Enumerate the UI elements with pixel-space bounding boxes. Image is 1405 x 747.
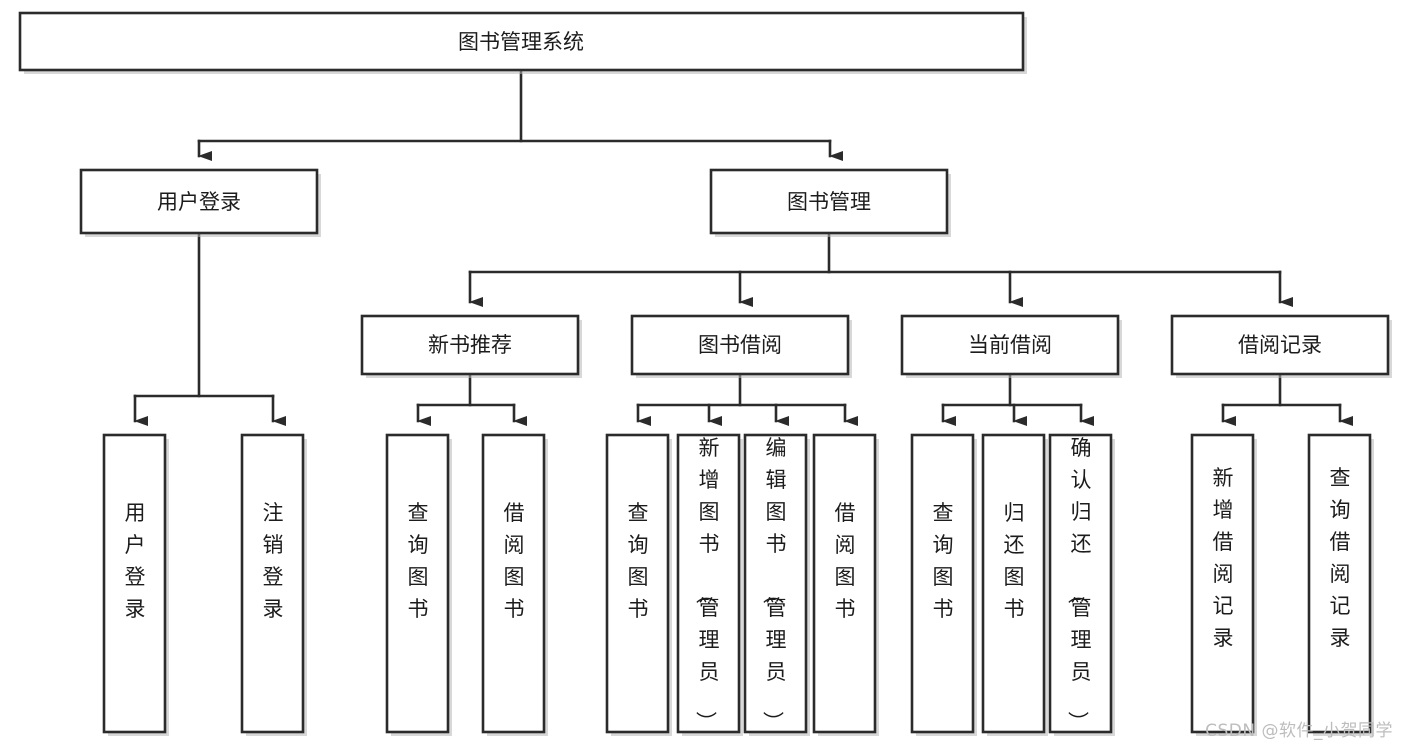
node-leaf-add-record[interactable]: 新增借阅记录 bbox=[1190, 433, 1257, 736]
node-user-login[interactable]: 用户登录 bbox=[79, 168, 321, 237]
node-leaf-edit-book[interactable]: 编辑图书（管理员） bbox=[743, 433, 810, 736]
node-root-label: 图书管理系统 bbox=[458, 30, 584, 54]
node-leaf-query-book-3-label: 查询图书 bbox=[933, 501, 954, 621]
node-leaf-return-book-label: 归还图书 bbox=[1004, 501, 1025, 621]
node-book-management-label: 图书管理 bbox=[787, 190, 871, 214]
connector-currentborrow-to-leaves bbox=[941, 372, 1094, 426]
node-leaf-query-book-2-label: 查询图书 bbox=[628, 501, 649, 621]
node-leaf-user-login[interactable]: 用户登录 bbox=[102, 433, 169, 736]
node-book-borrow[interactable]: 图书借阅 bbox=[630, 314, 852, 378]
connector-borrowrecord-to-leaves bbox=[1221, 372, 1353, 426]
csdn-watermark: CSDN @软件_小贺同学 bbox=[1205, 721, 1393, 741]
connector-root-to-level2 bbox=[197, 68, 843, 161]
node-root-book-management-system[interactable]: 图书管理系统 bbox=[18, 11, 1027, 74]
node-book-management[interactable]: 图书管理 bbox=[709, 168, 951, 237]
node-book-borrow-label: 图书借阅 bbox=[698, 333, 782, 357]
node-borrow-record-label: 借阅记录 bbox=[1238, 333, 1322, 357]
node-leaf-logout[interactable]: 注销登录 bbox=[240, 433, 307, 736]
node-leaf-query-book-1-label: 查询图书 bbox=[408, 501, 429, 621]
node-leaf-user-login-label: 用户登录 bbox=[125, 501, 146, 621]
node-leaf-add-book-label: 新增图书（管理员） bbox=[694, 436, 720, 732]
node-leaf-query-book-3[interactable]: 查询图书 bbox=[910, 433, 977, 736]
node-borrow-record[interactable]: 借阅记录 bbox=[1170, 314, 1392, 378]
node-new-book-recommend-label: 新书推荐 bbox=[428, 333, 512, 357]
connector-bookborrow-to-leaves bbox=[636, 372, 858, 426]
node-current-borrow-label: 当前借阅 bbox=[968, 333, 1052, 357]
node-leaf-borrow-book-2[interactable]: 借阅图书 bbox=[812, 433, 879, 736]
node-leaf-edit-book-label: 编辑图书（管理员） bbox=[761, 436, 787, 732]
connector-layer bbox=[133, 68, 1353, 426]
node-leaf-borrow-book-1-label: 借阅图书 bbox=[504, 501, 525, 621]
node-leaf-query-record[interactable]: 查询借阅记录 bbox=[1307, 433, 1374, 736]
connector-bookmanage-to-level3 bbox=[468, 231, 1293, 307]
connector-userlogin-to-leaves bbox=[133, 231, 286, 426]
node-leaf-confirm-return[interactable]: 确认归还（管理员） bbox=[1048, 433, 1115, 736]
node-leaf-borrow-book-2-label: 借阅图书 bbox=[835, 501, 856, 621]
node-current-borrow[interactable]: 当前借阅 bbox=[900, 314, 1122, 378]
node-leaf-query-record-label: 查询借阅记录 bbox=[1330, 466, 1351, 650]
node-leaf-query-book-2[interactable]: 查询图书 bbox=[605, 433, 672, 736]
node-user-login-label: 用户登录 bbox=[157, 190, 241, 214]
node-leaf-logout-label: 注销登录 bbox=[263, 501, 284, 621]
node-leaf-confirm-return-label: 确认归还（管理员） bbox=[1066, 436, 1092, 732]
node-new-book-recommend[interactable]: 新书推荐 bbox=[360, 314, 582, 378]
node-leaf-add-record-label: 新增借阅记录 bbox=[1213, 466, 1234, 650]
node-leaf-query-book-1[interactable]: 查询图书 bbox=[385, 433, 452, 736]
connector-newbook-to-leaves bbox=[416, 372, 527, 426]
node-leaf-return-book[interactable]: 归还图书 bbox=[981, 433, 1048, 736]
node-leaf-borrow-book-1[interactable]: 借阅图书 bbox=[481, 433, 548, 736]
node-leaf-add-book[interactable]: 新增图书（管理员） bbox=[676, 433, 743, 736]
